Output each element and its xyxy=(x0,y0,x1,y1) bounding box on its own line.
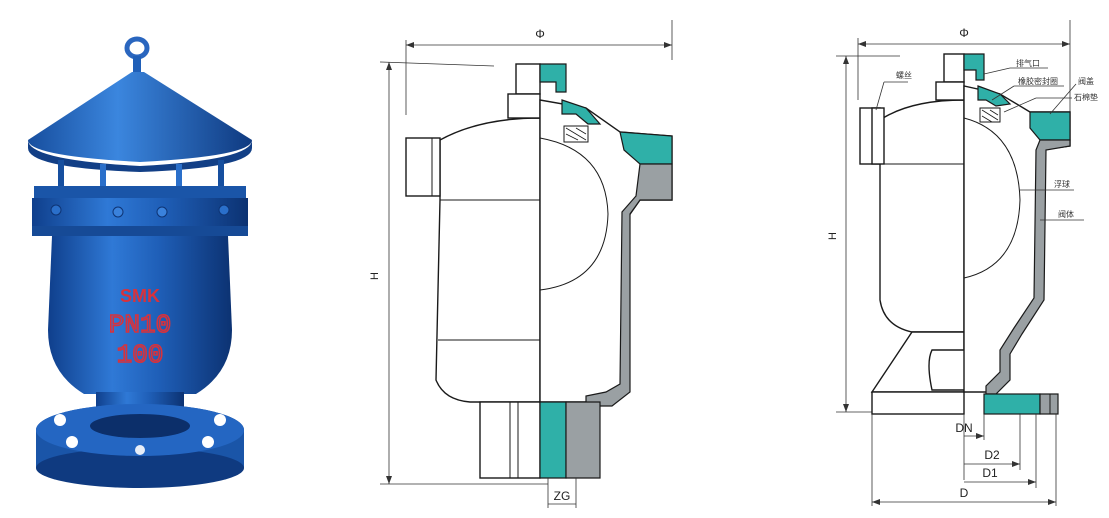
upper-flange xyxy=(34,186,246,198)
callout-float-ball: 浮球 xyxy=(1054,179,1070,189)
size-marking: 100 xyxy=(117,340,164,370)
right-section-drawing: Φ H xyxy=(827,20,1098,506)
callout-valve-body: 阀体 xyxy=(1058,209,1074,219)
right-height-label: H xyxy=(827,232,839,240)
d2-label: D2 xyxy=(984,448,1000,462)
callout-rubber-seal: 橡胶密封圈 xyxy=(1018,76,1058,86)
lifting-ring xyxy=(124,36,150,60)
callout-asbestos-pad: 石棉垫 xyxy=(1074,92,1098,102)
valve-body xyxy=(48,236,232,394)
right-float-ball xyxy=(963,117,1021,279)
left-diameter-label: Φ xyxy=(535,27,545,41)
right-body-outline xyxy=(879,99,965,333)
d1-label: D1 xyxy=(982,466,998,480)
brand-marking: SMK xyxy=(120,286,160,306)
conical-cap xyxy=(28,72,252,162)
left-height-label: H xyxy=(369,272,381,280)
right-base-flange xyxy=(871,391,965,415)
valve-photo: SMK PN10 100 xyxy=(28,36,252,488)
d-label: D xyxy=(960,486,969,500)
callout-cover: 阀盖 xyxy=(1078,76,1094,86)
pressure-marking: PN10 xyxy=(109,310,171,340)
right-diameter-label: Φ xyxy=(959,26,969,40)
left-section-drawing: Φ H xyxy=(369,20,673,508)
left-side-outlet xyxy=(405,137,441,197)
dn-label: DN xyxy=(955,421,972,435)
callout-screw: 螺丝 xyxy=(896,70,912,80)
callout-vent: 排气口 xyxy=(1016,58,1040,68)
left-thread-label: ZG xyxy=(554,489,571,503)
left-float-ball xyxy=(539,137,609,291)
left-body-outline xyxy=(435,117,541,403)
